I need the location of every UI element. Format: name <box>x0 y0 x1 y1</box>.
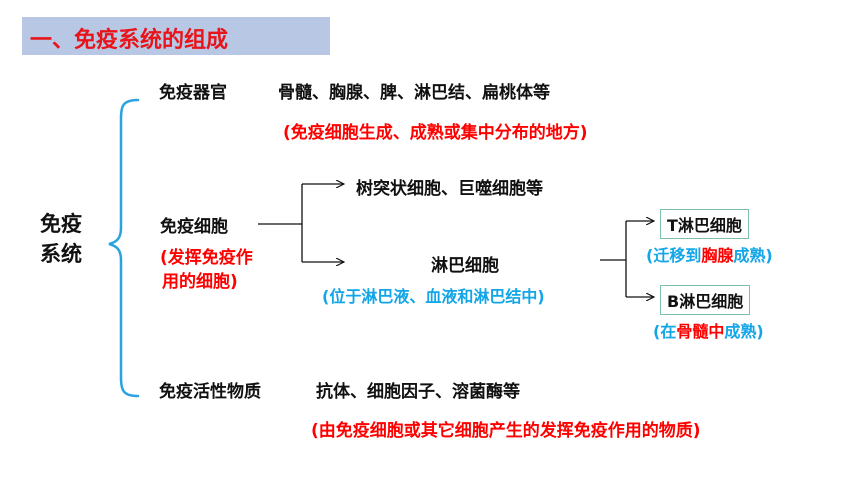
root-label-line2: 系统 <box>40 242 82 266</box>
cells-note-line1: (发挥免疫作 <box>160 248 253 268</box>
organs-note: (免疫细胞生成、成熟或集中分布的地方) <box>283 123 588 143</box>
title-banner <box>22 17 330 55</box>
cells-note: (发挥免疫作 用的细胞) <box>160 246 253 294</box>
substances-label: 免疫活性物质 <box>159 382 261 402</box>
organs-label: 免疫器官 <box>159 83 227 103</box>
organs-items: 骨髓、胸腺、脾、淋巴结、扁桃体等 <box>278 83 550 103</box>
page-title: 一、免疫系统的组成 <box>30 28 229 53</box>
cells-note-line2: 用的细胞) <box>162 272 238 292</box>
lymph-note: (位于淋巴液、血液和淋巴结中) <box>322 287 545 306</box>
t-cell-box: T淋巴细胞 <box>660 209 749 239</box>
b-cell-box: B淋巴细胞 <box>660 285 751 315</box>
t-cell-note-place: 胸腺 <box>701 246 734 265</box>
t-cell-note-close: 成熟) <box>733 246 773 265</box>
substances-note: (由免疫细胞或其它细胞产生的发挥免疫作用的物质) <box>311 421 701 441</box>
root-label-line1: 免疫 <box>40 212 82 236</box>
t-cell-note-open: (迁移到 <box>646 246 702 265</box>
lymph-label: 淋巴细胞 <box>431 256 499 276</box>
dendritic-macrophage-label: 树突状细胞、巨噬细胞等 <box>356 179 543 199</box>
b-cell-note-open: (在 <box>653 322 677 341</box>
cells-label: 免疫细胞 <box>160 217 228 237</box>
b-cell-note-close: 成熟) <box>724 322 764 341</box>
substances-items: 抗体、细胞因子、溶菌酶等 <box>316 382 520 402</box>
t-cell-note: (迁移到胸腺成熟) <box>646 242 773 266</box>
b-cell-note: (在骨髓中成熟) <box>653 318 764 342</box>
curly-brace-icon <box>108 98 140 398</box>
b-cell-note-place: 骨髓中 <box>676 322 725 341</box>
root-label: 免疫 系统 <box>40 209 82 269</box>
